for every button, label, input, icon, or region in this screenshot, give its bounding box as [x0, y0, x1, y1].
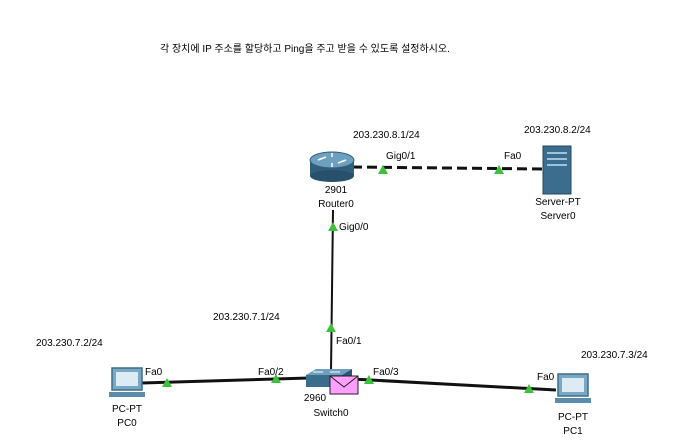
link-up-marker — [524, 384, 534, 393]
switch-fa01-label: Fa0/1 — [336, 336, 362, 347]
router-gig01-label: Gig0/1 — [386, 151, 416, 162]
router-model-label: 2901 — [324, 185, 348, 196]
switch-fa03-label: Fa0/3 — [373, 367, 399, 378]
pc0-ip-label: 203.230.7.2/24 — [36, 338, 103, 349]
link-up-marker — [326, 323, 336, 332]
link-up-marker — [494, 165, 504, 174]
link-router-switch[interactable] — [330, 209, 334, 373]
pc1-fa0-label: Fa0 — [537, 372, 555, 383]
server-icon[interactable] — [542, 145, 572, 195]
pc0-name-label: PC0 — [117, 418, 137, 429]
server-model-label: Server-PT — [535, 197, 581, 208]
router-gig01-ip-label: 203.230.8.1/24 — [353, 130, 420, 141]
router-name-label: Router0 — [318, 199, 354, 210]
link-up-marker — [364, 375, 374, 384]
link-router-server[interactable] — [351, 165, 544, 171]
link-up-marker — [271, 374, 281, 383]
server-ip-label: 203.230.8.2/24 — [524, 125, 591, 136]
switch-name-label: Switch0 — [313, 408, 349, 419]
instruction-text: 각 장치에 IP 주소를 할당하고 Ping을 주고 받을 수 있도록 설정하시… — [160, 44, 450, 55]
link-up-marker — [162, 378, 172, 387]
router-icon[interactable] — [309, 151, 355, 182]
pdu-envelope-icon[interactable] — [329, 375, 359, 395]
server-fa0-label: Fa0 — [504, 151, 522, 162]
switch-fa02-label: Fa0/2 — [258, 367, 284, 378]
pc1-model-label: PC-PT — [558, 412, 588, 423]
server-name-label: Server0 — [540, 211, 576, 222]
link-up-marker — [378, 165, 388, 174]
pc1-name-label: PC1 — [563, 426, 583, 437]
router-gig00-ip-label: 203.230.7.1/24 — [213, 312, 280, 323]
pc0-fa0-label: Fa0 — [145, 367, 163, 378]
pc0-model-label: PC-PT — [112, 404, 142, 415]
link-switch-pc1[interactable] — [351, 377, 557, 392]
router-gig00-label: Gig0/0 — [339, 222, 369, 233]
link-pc0-switch[interactable] — [141, 376, 310, 385]
pc0-icon[interactable] — [109, 367, 145, 397]
link-up-marker — [328, 222, 338, 231]
pc1-ip-label: 203.230.7.3/24 — [581, 350, 648, 361]
switch-model-label: 2960 — [303, 393, 327, 404]
switch-icon[interactable] — [306, 369, 352, 387]
pc1-icon[interactable] — [555, 373, 591, 403]
